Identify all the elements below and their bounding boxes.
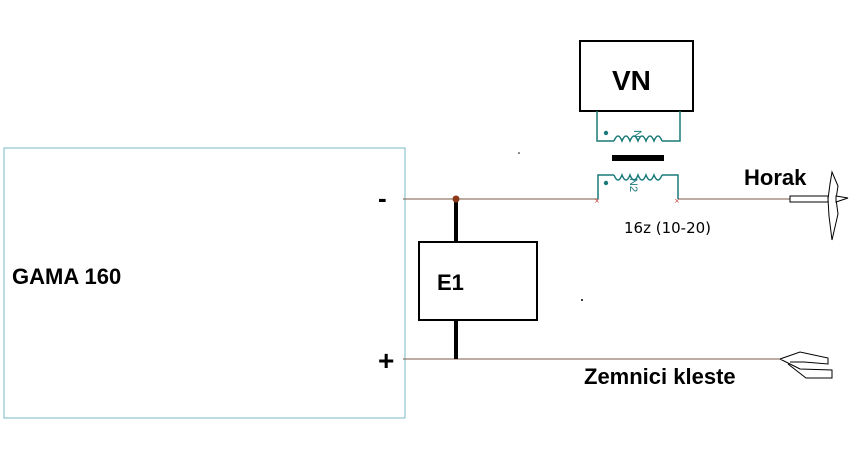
- lower-coil-x-right: ×: [674, 197, 680, 205]
- vn-label: VN: [612, 65, 651, 96]
- minus-terminal-label: -: [378, 183, 387, 213]
- junction-node: [452, 195, 460, 203]
- ground-clamp-icon: [779, 351, 833, 379]
- upper-coil-label: N: [631, 130, 643, 138]
- stray-dot: [518, 152, 520, 154]
- vn-box: [579, 40, 694, 112]
- zemnici-label: Zemnici kleste: [584, 364, 736, 389]
- plus-terminal-label: +: [378, 345, 394, 376]
- torch-icon: [789, 170, 849, 241]
- horak-label: Horak: [744, 165, 807, 190]
- gama-160-label: GAMA 160: [12, 264, 121, 289]
- upper-coil: [596, 111, 681, 144]
- winding-spec: 16z (10-20): [624, 219, 711, 237]
- transformer-core: [612, 155, 664, 161]
- lower-coil-dot: [603, 180, 609, 186]
- e1-label: E1: [437, 270, 464, 295]
- gama-160-box: [3, 147, 406, 419]
- upper-coil-dot: [603, 130, 609, 136]
- e1-box: [418, 241, 538, 321]
- lower-coil: [597, 172, 679, 199]
- lower-coil-label: N2: [627, 178, 639, 192]
- stray-dot: [581, 299, 583, 301]
- lower-coil-x-left: ×: [594, 197, 600, 205]
